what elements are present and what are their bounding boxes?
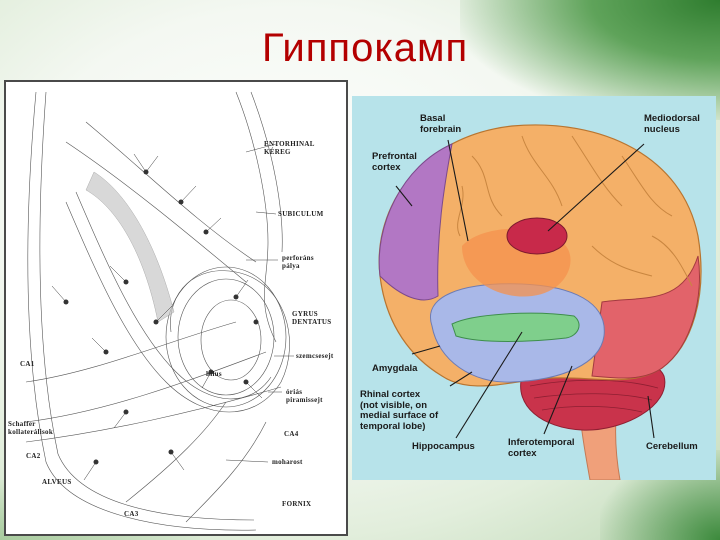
label-gyrus-dentatus: GYRUS DENTATUS [292,310,331,326]
label-ca3: CA3 [124,510,139,518]
label-inferotemporal-cortex: Inferotemporal cortex [508,438,575,459]
label-hilus: hilus [206,370,222,378]
label-basal-forebrain: Basal forebrain [420,114,461,135]
label-moharost: moharost [272,458,303,466]
label-mediodorsal-nucleus: Mediodorsal nucleus [644,114,700,135]
label-subiculum: SUBICULUM [278,210,323,218]
label-ca2: CA2 [26,452,41,460]
label-entorhinal: ENTORHINAL KÉREG [264,140,315,156]
label-schaffer: Schaffer kollaterálisok [8,420,53,436]
label-alveus: ALVEUS [42,478,72,486]
label-fornix: FORNIX [282,500,311,508]
label-ca4: CA4 [284,430,299,438]
label-hippocampus: Hippocampus [412,442,475,453]
label-prefrontal-cortex: Prefrontal cortex [372,152,417,173]
hippocampus-diagram: ENTORHINAL KÉREG SUBICULUM perforáns pál… [4,80,348,536]
label-amygdala: Amygdala [372,364,417,375]
mediodorsal-nucleus-shape [507,218,567,254]
label-rhinal-cortex: Rhinal cortex (not visible, on medial su… [360,390,438,432]
label-perforans: perforáns pálya [282,254,314,270]
brain-diagram: Basal forebrain Mediodorsal nucleus Pref… [352,96,716,480]
label-cerebellum: Cerebellum [646,442,698,453]
label-orias-piramissejt: óriás piramissejt [286,388,323,404]
slide-title: Гиппокамп [262,26,468,71]
label-szemcsesejt: szemcsesejt [296,352,334,360]
label-ca1: CA1 [20,360,35,368]
